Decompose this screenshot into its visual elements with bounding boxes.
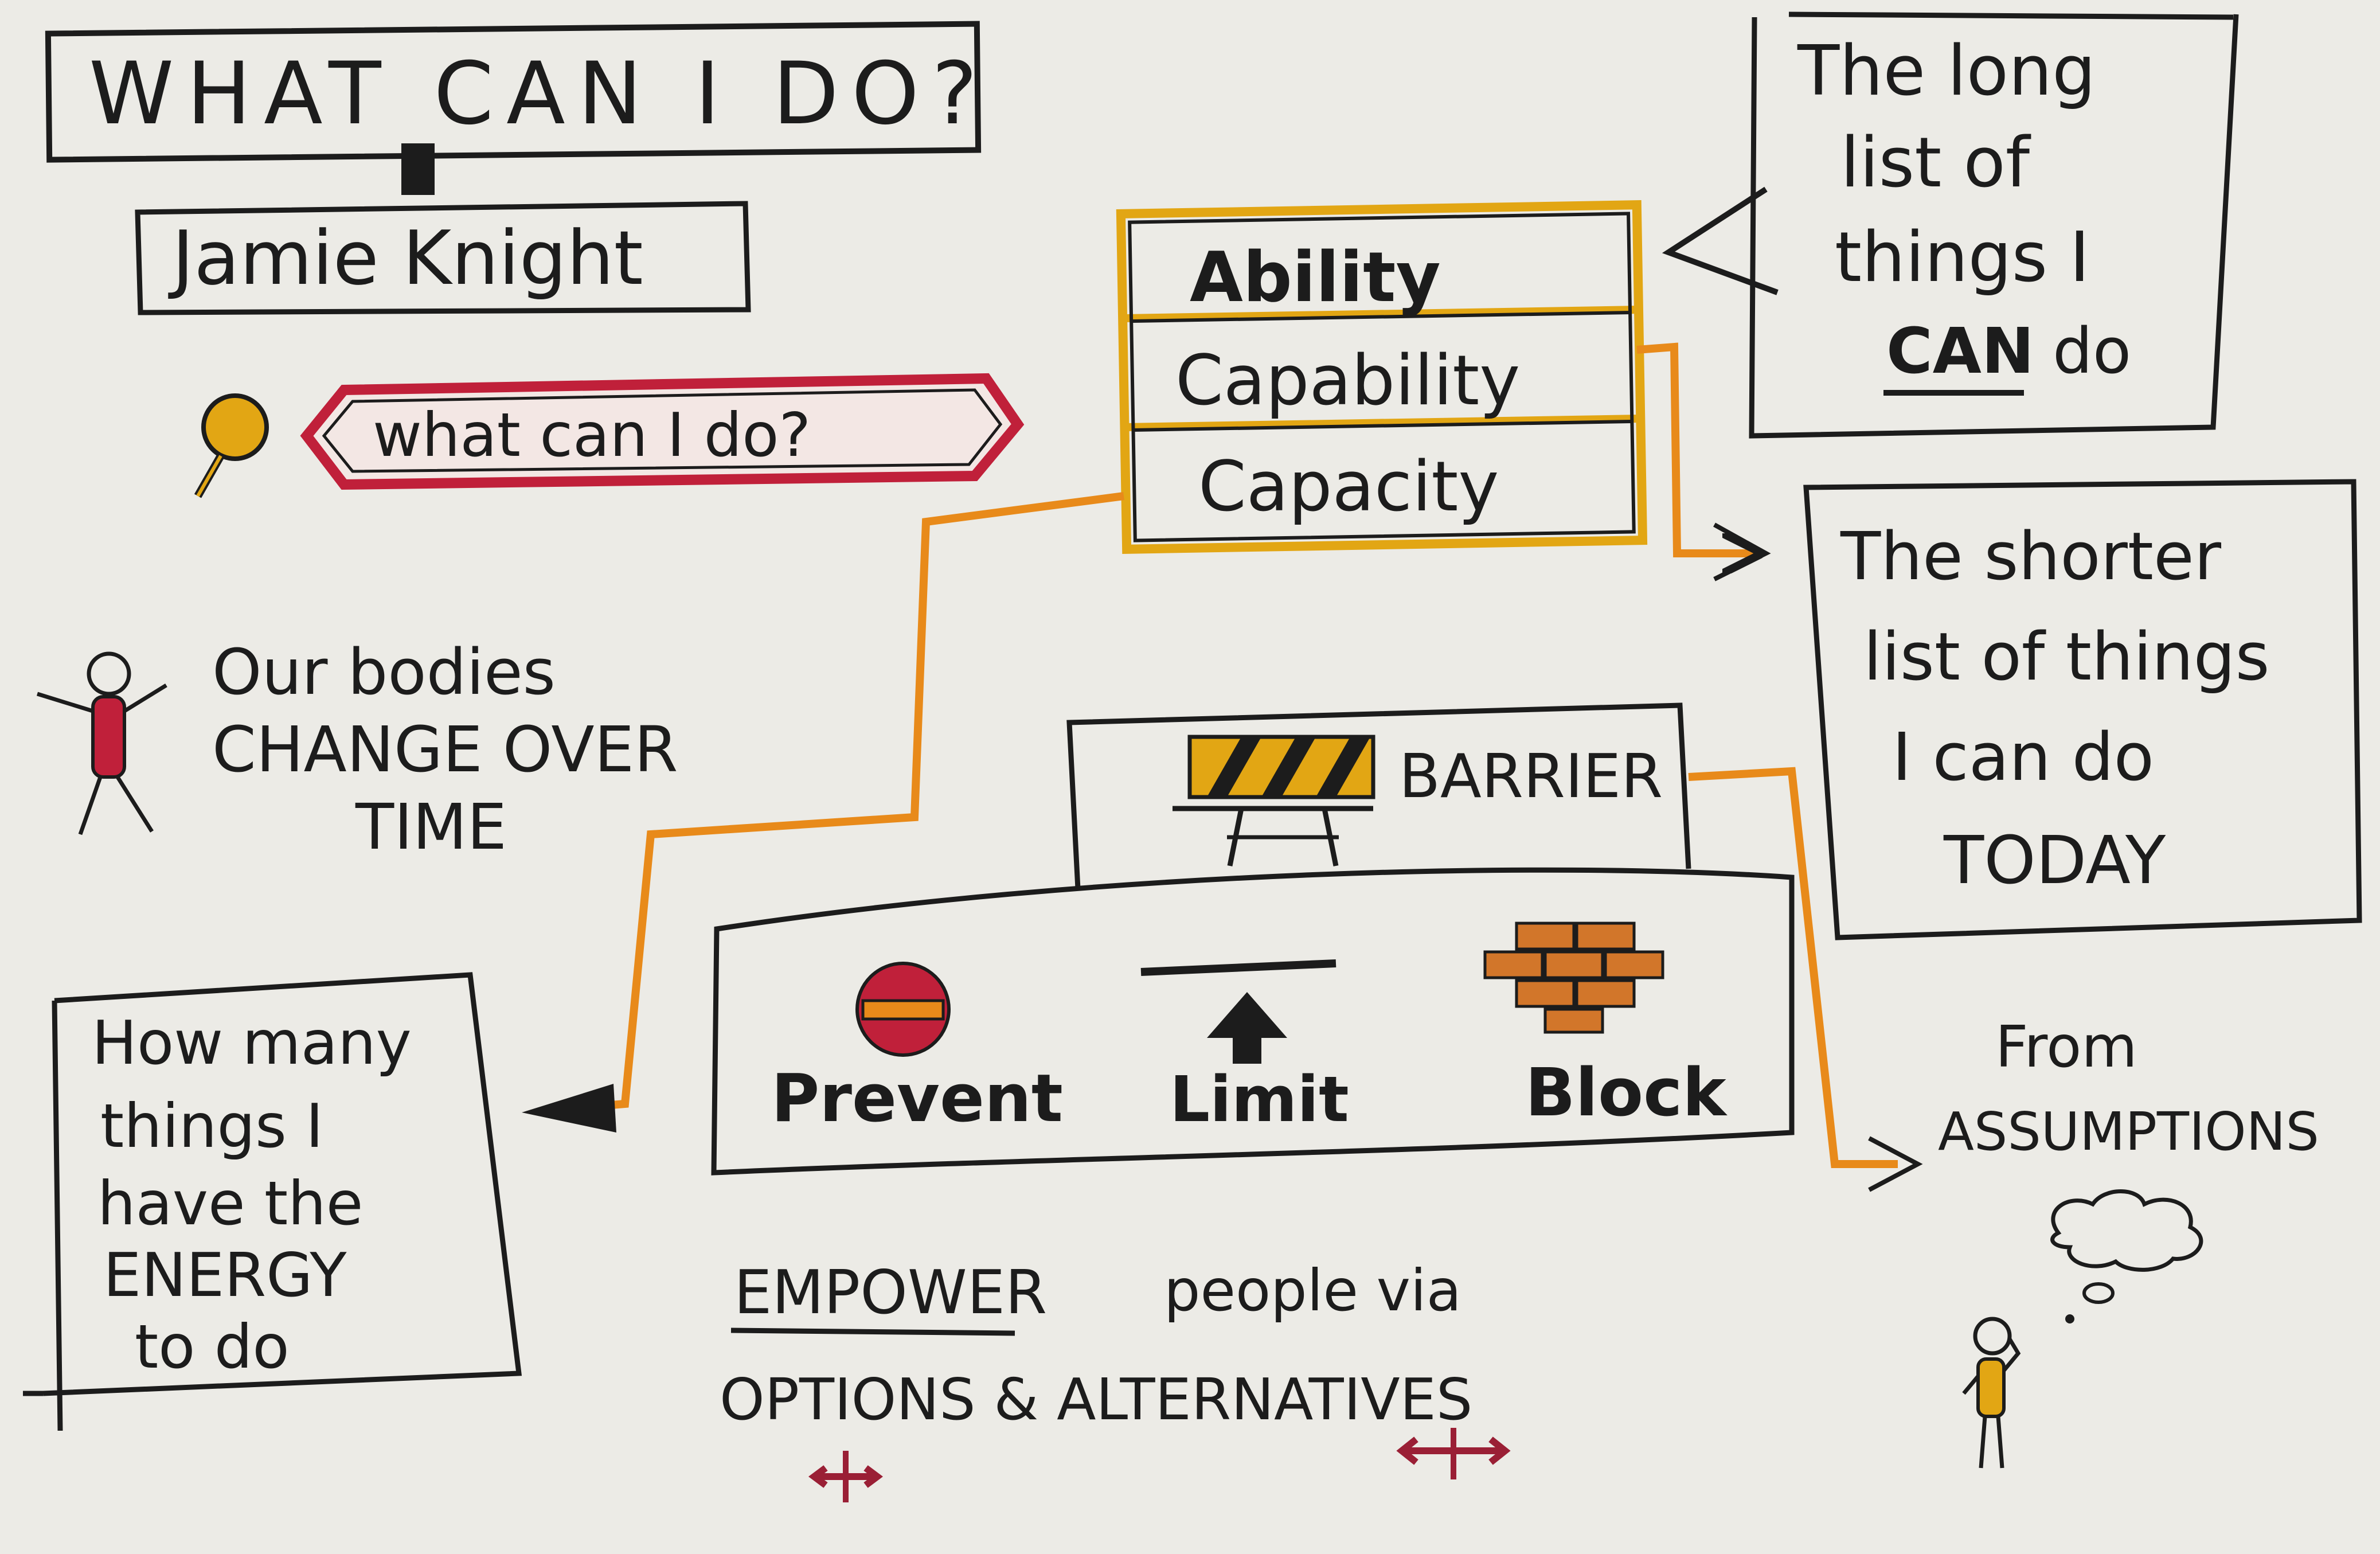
brace-icon: [1662, 186, 1779, 295]
empower-note: EMPOWER people via OPTIONS & ALTERNATIVE…: [720, 1257, 1511, 1502]
energy-line5: to do: [135, 1312, 290, 1382]
capacity-arrow: [556, 492, 1124, 1114]
title-connector: [401, 143, 435, 195]
person-red-icon: [36, 651, 167, 835]
stack-ability: Ability: [1190, 238, 1441, 318]
brick-wall-icon: [1483, 922, 1664, 1034]
barrier-arrow-head-icon: [1868, 1136, 1923, 1192]
author-name: Jamie Knight: [168, 214, 643, 302]
options-arrows-icon: [808, 1451, 883, 1502]
capability-arrow-head-icon: [1713, 522, 1771, 581]
ability-stack: Ability Capability Capacity: [1116, 200, 1648, 554]
prevent-label: Prevent: [771, 1060, 1063, 1137]
empower-line2: OPTIONS & ALTERNATIVES: [720, 1366, 1472, 1433]
barrier-box: BARRIER: [1066, 702, 1691, 889]
bodies-line3: TIME: [355, 790, 507, 864]
energy-line3: have the: [97, 1169, 363, 1239]
short-line4: TODAY: [1943, 822, 2166, 899]
assumptions-line1: From: [1995, 1013, 2137, 1080]
barrier-arrow: [1688, 767, 1898, 1168]
shorter-list-box: The shorter list of things I can do TODA…: [1803, 479, 2362, 940]
question-banner: what can I do?: [300, 373, 1025, 490]
empower-rest: people via: [1164, 1257, 1461, 1324]
barrier-types-box: Prevent Limit Block: [711, 867, 1795, 1176]
long-line4-rest: do: [2053, 314, 2131, 388]
bodies-note: Our bodies CHANGE OVER TIME: [212, 635, 678, 864]
magnifier-icon: [194, 393, 269, 498]
long-line1: The long: [1797, 32, 2096, 111]
empower-underline: [730, 1327, 1015, 1336]
question-text: what can I do?: [373, 400, 811, 470]
stack-capacity: Capacity: [1198, 447, 1499, 527]
long-line3: things I: [1835, 218, 2090, 298]
energy-line2: things I: [100, 1091, 323, 1161]
author-box: Jamie Knight: [135, 201, 751, 315]
empower-emph: EMPOWER: [734, 1258, 1047, 1327]
bodies-line2: CHANGE OVER: [212, 713, 678, 786]
assumptions-note: From ASSUMPTIONS: [1938, 1013, 2319, 1469]
bodies-line1: Our bodies: [212, 635, 556, 709]
thought-cloud-icon: [2050, 1189, 2203, 1323]
short-line2: list of things: [1863, 619, 2270, 696]
block-label: Block: [1525, 1055, 1728, 1131]
title-box: WHAT CAN I DO?: [45, 21, 990, 163]
stack-capability: Capability: [1175, 341, 1520, 421]
title-text: WHAT CAN I DO?: [89, 44, 990, 144]
assumptions-line2: ASSUMPTIONS: [1938, 1101, 2319, 1162]
limit-label: Limit: [1170, 1063, 1349, 1136]
capacity-arrow-head-icon: [522, 1084, 616, 1133]
capability-arrow: [1636, 342, 1754, 553]
short-line1: The shorter: [1840, 518, 2222, 595]
long-line4-emph: CAN: [1886, 314, 2034, 388]
alternatives-arrows-icon: [1396, 1428, 1511, 1479]
limit-icon: [1140, 959, 1336, 1064]
long-list-box: The long list of things I CAN do: [1662, 11, 2239, 439]
barrier-label: BARRIER: [1399, 741, 1663, 811]
person-thinking-icon: [1962, 1317, 2021, 1469]
short-line3: I can do: [1892, 719, 2154, 796]
energy-line4: ENERGY: [103, 1240, 347, 1310]
energy-box: How many things I have the ENERGY to do: [23, 972, 522, 1431]
energy-line1: How many: [92, 1008, 412, 1078]
prevent-icon: [855, 962, 951, 1057]
long-line2: list of: [1840, 123, 2031, 203]
barricade-icon: [1173, 735, 1375, 866]
